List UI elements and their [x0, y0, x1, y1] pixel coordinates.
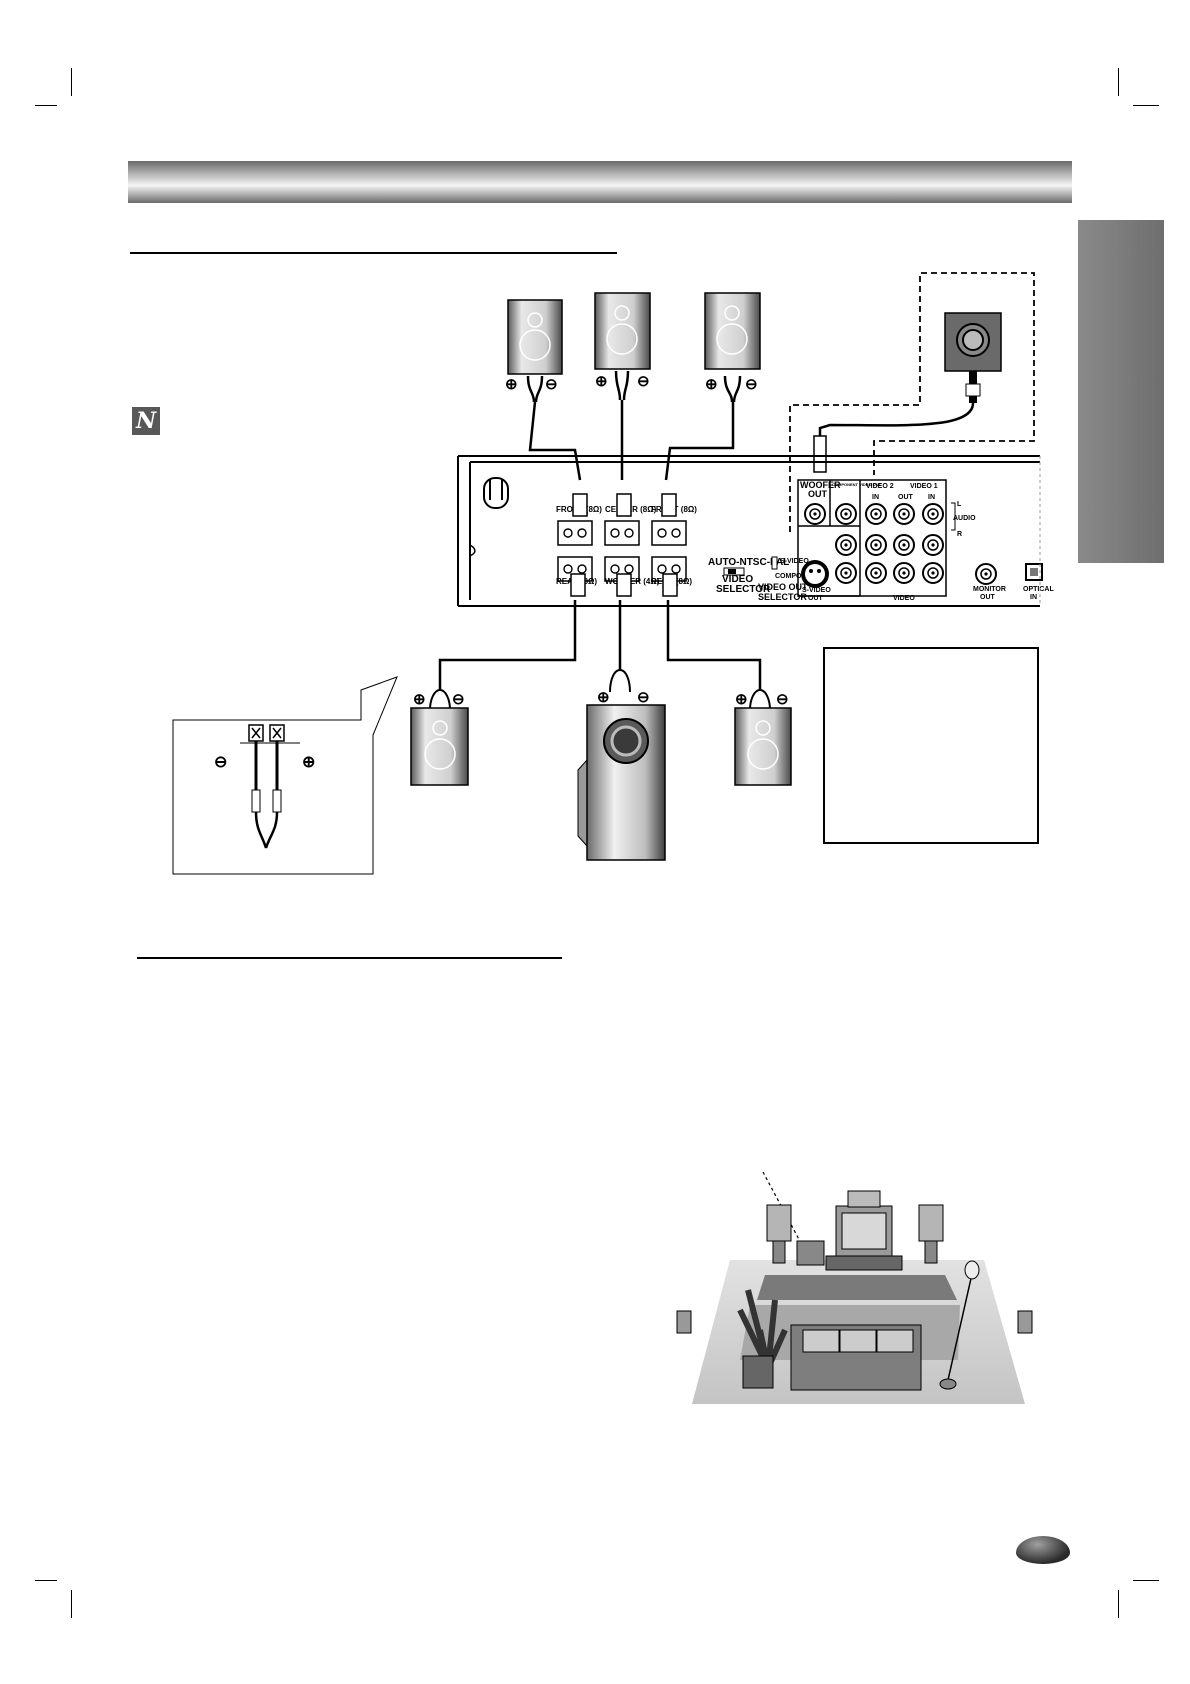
polarity-plus: ⊕ — [505, 376, 518, 393]
polarity-minus: ⊖ — [637, 689, 650, 706]
svideo-out-label: OUT — [808, 595, 824, 602]
out-label: OUT — [898, 494, 914, 501]
svideo-out-label: S-VIDEO — [802, 587, 831, 594]
in-label: IN — [928, 494, 935, 501]
front-left-speaker — [507, 299, 563, 375]
subwoofer-icon — [577, 704, 666, 861]
section-side-tab — [1078, 220, 1164, 563]
polarity-plus: ⊕ — [705, 376, 718, 393]
crop-mark — [35, 1580, 57, 1581]
crop-mark — [1118, 1590, 1119, 1618]
note-icon: N — [132, 407, 160, 435]
svideo-option-label: S-VIDEO — [780, 558, 809, 565]
section-heading-rule — [137, 957, 562, 959]
polarity-minus: ⊖ — [452, 691, 465, 708]
powered-subwoofer-small — [944, 312, 1002, 403]
audio-l-label: L — [957, 501, 962, 508]
terminal-detail-inset: ⊖ ⊕ — [172, 676, 398, 875]
rear-left-speaker — [410, 707, 469, 786]
video2-label: VIDEO 2 — [866, 483, 894, 490]
monitor-out-label: OUT — [980, 594, 996, 601]
terminal-label-woofer: WOOFER (4Ω) — [605, 577, 660, 586]
receiver-rear-panel: FRONT (8Ω) CENTER (8Ω) FRONT (8Ω) REAR (… — [457, 455, 1054, 607]
video-selector-label: SELECTOR — [716, 584, 771, 595]
in-label: IN — [872, 494, 879, 501]
polarity-minus: ⊖ — [776, 691, 789, 708]
component-video-out-label: COMPONENT VIDEO OUT — [832, 482, 882, 487]
audio-label: AUDIO — [953, 515, 976, 522]
section-heading-rule — [130, 252, 617, 254]
polarity-minus: ⊖ — [214, 754, 227, 771]
audio-r-label: R — [957, 531, 962, 538]
rear-right-speaker — [734, 707, 792, 786]
woofer-out-label: OUT — [808, 489, 828, 499]
crop-mark — [71, 68, 72, 96]
polarity-plus: ⊕ — [413, 691, 426, 708]
polarity-minus: ⊖ — [545, 376, 558, 393]
polarity-plus: ⊕ — [595, 373, 608, 390]
optical-in-label: OPTICAL — [1023, 586, 1054, 593]
woofer-out-dashed-outline — [789, 272, 1035, 532]
polarity-plus: ⊕ — [735, 691, 748, 708]
polarity-minus: ⊖ — [745, 376, 758, 393]
note-box — [823, 647, 1039, 844]
polarity-plus: ⊕ — [597, 689, 610, 706]
crop-mark — [1133, 1580, 1159, 1581]
crop-mark — [35, 105, 57, 106]
video-selector-label: VIDEO — [722, 574, 753, 585]
crop-mark — [1133, 105, 1159, 106]
video1-label: VIDEO 1 — [910, 483, 938, 490]
polarity-plus: ⊕ — [302, 754, 315, 771]
polarity-minus: ⊖ — [637, 373, 650, 390]
video-out-selector-label: VIDEO OUT — [758, 582, 808, 592]
title-bar — [128, 161, 1072, 203]
optical-in-label: IN — [1030, 594, 1037, 601]
video-out-selector-label: SELECTOR — [758, 592, 807, 602]
front-right-speaker — [704, 292, 761, 370]
crop-mark — [71, 1590, 72, 1618]
woofer-out-label: WOOFER — [800, 480, 841, 490]
speaker-cables — [438, 370, 762, 690]
video-mode-label: AUTO-NTSC-PAL — [708, 557, 789, 568]
page-badge-icon — [1016, 1536, 1070, 1564]
monitor-out-label: MONITOR — [973, 586, 1006, 593]
video-label: VIDEO — [893, 595, 915, 602]
crop-mark — [1118, 68, 1119, 96]
room-layout-icon — [676, 1171, 1033, 1404]
center-speaker — [594, 292, 651, 370]
